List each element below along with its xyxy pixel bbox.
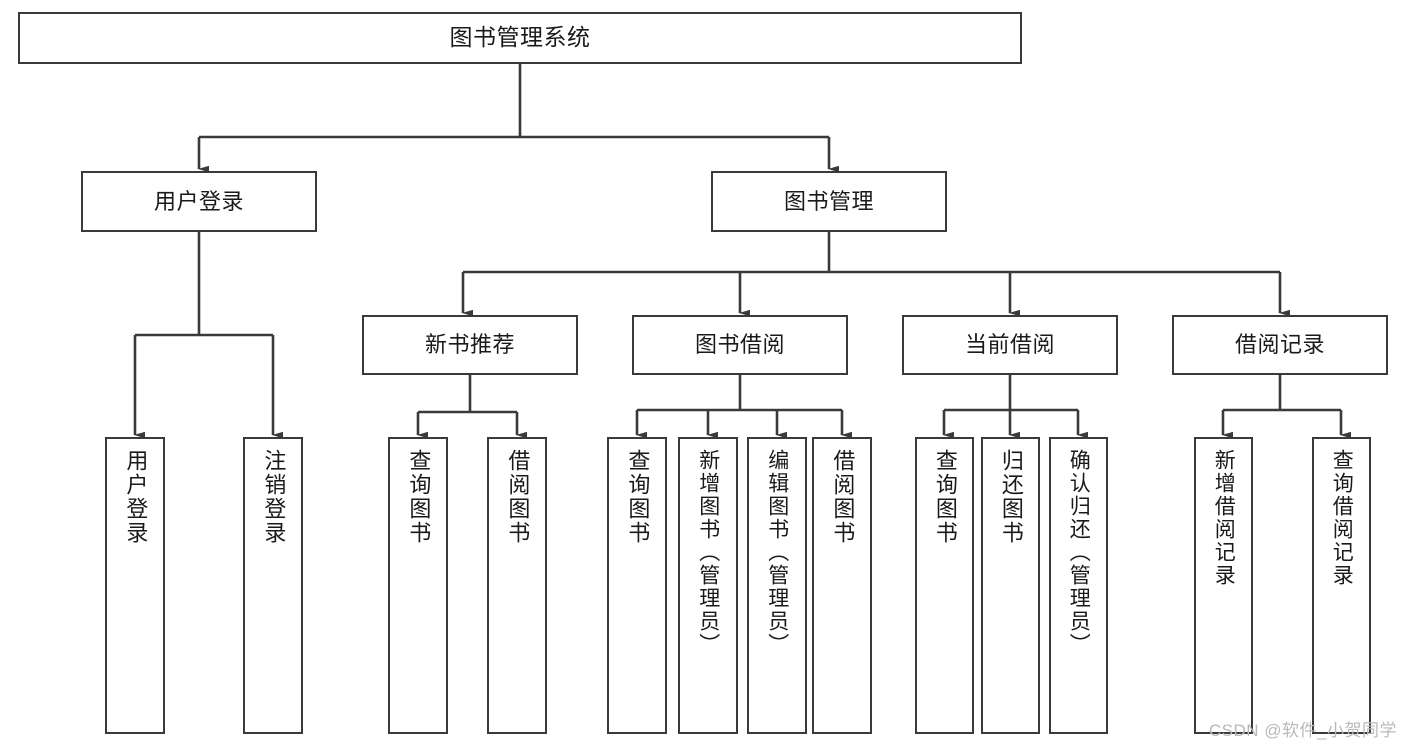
- node-label: 注销登录: [261, 449, 287, 545]
- leaf-edit-book-admin[interactable]: 编辑图书（管理员）: [747, 437, 807, 734]
- node-label: 归还图书: [998, 449, 1024, 545]
- leaf-query-borrow-record[interactable]: 查询借阅记录: [1312, 437, 1371, 734]
- node-label: 查询借阅记录: [1330, 449, 1354, 587]
- node-user-login[interactable]: 用户登录: [81, 171, 317, 232]
- node-label: 新增图书（管理员）: [696, 449, 720, 656]
- node-label: 图书借阅: [694, 332, 785, 358]
- leaf-return-book[interactable]: 归还图书: [981, 437, 1040, 734]
- leaf-confirm-return-admin[interactable]: 确认归还（管理员）: [1049, 437, 1108, 734]
- leaf-borrow-book[interactable]: 借阅图书: [812, 437, 872, 734]
- node-new-book-recommend[interactable]: 新书推荐: [362, 315, 578, 375]
- leaf-borrow-book-recommend[interactable]: 借阅图书: [487, 437, 547, 734]
- node-label: 编辑图书（管理员）: [765, 449, 789, 656]
- node-label: 借阅图书: [505, 449, 531, 545]
- node-label: 查询图书: [932, 449, 958, 545]
- node-label: 图书管理系统: [449, 24, 591, 51]
- node-label: 借阅记录: [1234, 332, 1325, 358]
- node-book-management[interactable]: 图书管理: [711, 171, 947, 232]
- leaf-add-borrow-record[interactable]: 新增借阅记录: [1194, 437, 1253, 734]
- node-book-borrow[interactable]: 图书借阅: [632, 315, 848, 375]
- node-label: 图书管理: [783, 188, 874, 214]
- leaf-logout[interactable]: 注销登录: [243, 437, 303, 734]
- node-label: 查询图书: [625, 449, 651, 545]
- node-label: 查询图书: [406, 449, 432, 545]
- node-label: 新书推荐: [424, 332, 515, 358]
- leaf-add-book-admin[interactable]: 新增图书（管理员）: [678, 437, 738, 734]
- leaf-query-book-borrow[interactable]: 查询图书: [607, 437, 667, 734]
- node-label: 当前借阅: [964, 332, 1055, 358]
- csdn-watermark: CSDN @软件_小贺同学: [1208, 721, 1397, 740]
- node-borrow-record[interactable]: 借阅记录: [1172, 315, 1388, 375]
- node-label: 用户登录: [123, 449, 149, 545]
- leaf-user-login[interactable]: 用户登录: [105, 437, 165, 734]
- leaf-query-book-recommend[interactable]: 查询图书: [388, 437, 448, 734]
- leaf-query-book-current[interactable]: 查询图书: [915, 437, 974, 734]
- node-label: 用户登录: [153, 188, 244, 214]
- node-current-borrow[interactable]: 当前借阅: [902, 315, 1118, 375]
- node-label: 确认归还（管理员）: [1067, 449, 1091, 656]
- node-root-book-management-system[interactable]: 图书管理系统: [18, 12, 1022, 64]
- node-label: 借阅图书: [830, 449, 856, 545]
- node-label: 新增借阅记录: [1212, 449, 1236, 587]
